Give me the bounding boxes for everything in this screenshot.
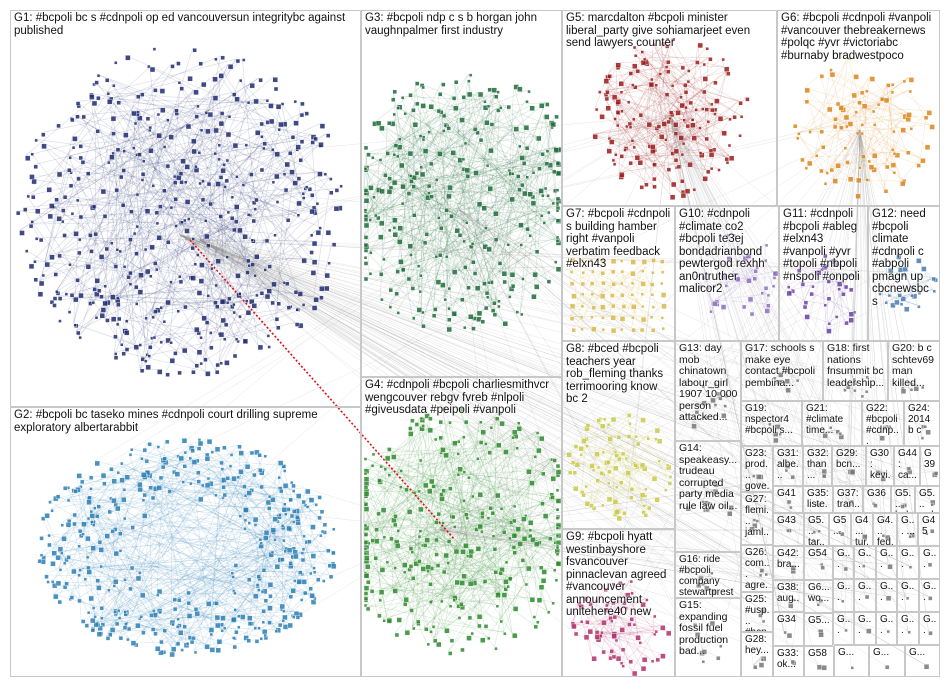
network-graph-canvas: G1: #bcpoli bc s #cdnpoli op ed vancouve… — [0, 0, 950, 688]
